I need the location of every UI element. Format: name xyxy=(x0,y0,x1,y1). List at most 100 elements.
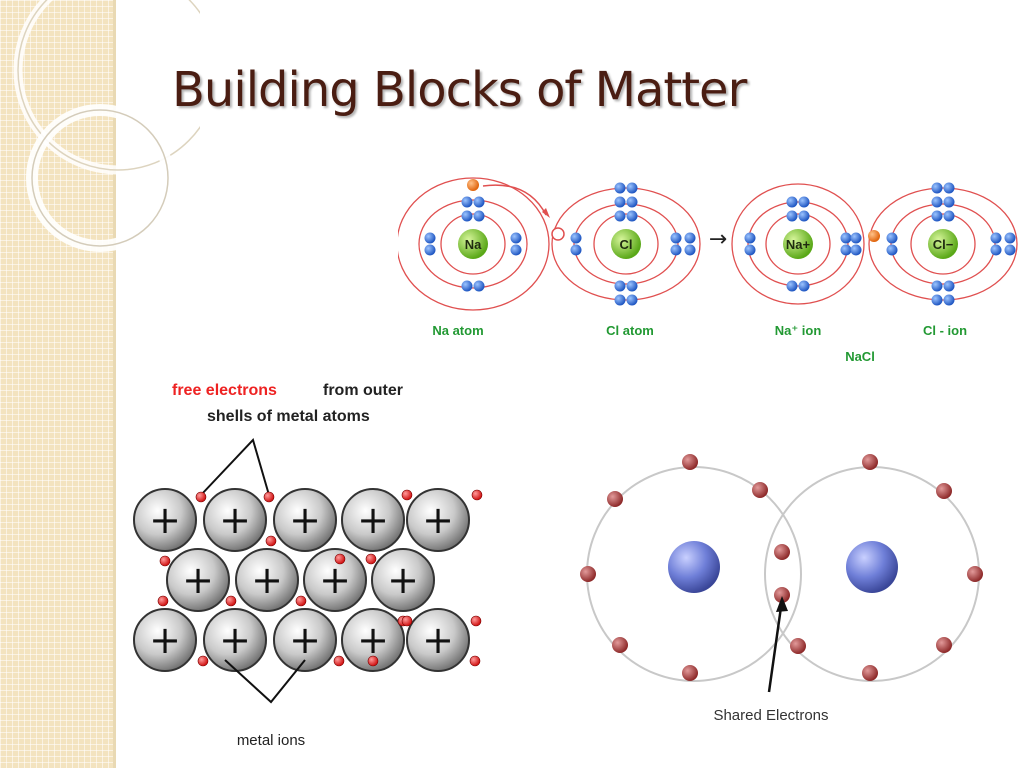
label-from-outer: from outer xyxy=(323,382,403,399)
free-electron xyxy=(401,489,413,501)
electron xyxy=(684,244,696,256)
electron xyxy=(510,232,522,244)
nucleus xyxy=(928,229,958,259)
metal-ion xyxy=(273,608,337,672)
ion-plus-sign: + xyxy=(149,498,181,542)
electron xyxy=(424,232,436,244)
metal-ion xyxy=(166,548,230,612)
electron xyxy=(786,196,798,208)
nucleus xyxy=(458,229,488,259)
metal-ion xyxy=(133,608,197,672)
free-electron xyxy=(225,595,237,607)
electron xyxy=(682,665,698,681)
free-electron xyxy=(470,615,482,627)
electron xyxy=(931,182,943,194)
electron xyxy=(626,182,638,194)
electron xyxy=(967,566,983,582)
electron xyxy=(798,210,810,222)
ion-plus-sign: + xyxy=(289,498,321,542)
label-cl-ion: Cl - ion xyxy=(923,323,967,338)
metal-ion xyxy=(406,608,470,672)
ion-plus-sign: + xyxy=(289,618,321,662)
orbit xyxy=(418,199,528,289)
electron xyxy=(931,280,943,292)
label-metal-ions: metal ions xyxy=(237,732,305,749)
electron xyxy=(461,210,473,222)
free-electron xyxy=(333,655,345,667)
free-electron xyxy=(159,555,171,567)
atom-symbol: Na xyxy=(465,237,482,252)
electron xyxy=(612,637,628,653)
free-electron xyxy=(157,595,169,607)
nucleus xyxy=(783,229,813,259)
atom-symbol: Cl− xyxy=(933,237,954,252)
nucleus-left xyxy=(668,541,720,593)
ion-plus-sign: + xyxy=(219,498,251,542)
electron xyxy=(936,637,952,653)
label-cl-atom: Cl atom xyxy=(606,323,654,338)
electron xyxy=(614,294,626,306)
free-electron xyxy=(334,553,346,565)
electron xyxy=(744,232,756,244)
orbit xyxy=(593,213,659,275)
free-electron xyxy=(295,595,307,607)
orbit xyxy=(440,213,506,275)
metal-ion xyxy=(371,548,435,612)
atom-symbol: Cl xyxy=(620,237,633,252)
covalent-bond-diagram: Shared Electrons xyxy=(580,454,983,724)
atom-symbol: Na+ xyxy=(786,237,811,252)
electron xyxy=(774,544,790,560)
orbit xyxy=(747,201,849,287)
pointer-free-electrons xyxy=(200,438,270,496)
electron xyxy=(473,210,485,222)
electron xyxy=(774,587,790,603)
electron xyxy=(931,294,943,306)
ion-plus-sign: + xyxy=(251,558,283,602)
electron xyxy=(862,665,878,681)
ion-plus-sign: + xyxy=(182,558,214,602)
electron xyxy=(840,244,852,256)
ion-plus-sign: + xyxy=(387,558,419,602)
electron xyxy=(862,454,878,470)
electron xyxy=(943,280,955,292)
label-nacl: NaCl xyxy=(845,349,875,364)
slide-title: Building Blocks of Matter xyxy=(172,62,747,118)
electron xyxy=(752,482,768,498)
electron xyxy=(626,280,638,292)
nucleus xyxy=(611,229,641,259)
orbit xyxy=(573,203,679,285)
electron-vacancy xyxy=(551,227,565,241)
label-shared-electrons: Shared Electrons xyxy=(713,707,828,724)
orbit xyxy=(765,213,831,275)
label-shells: shells of metal atoms xyxy=(207,408,370,425)
electron xyxy=(943,196,955,208)
metal-ion xyxy=(203,488,267,552)
metallic-bond-diagram: free electrons from outer shells of meta… xyxy=(133,382,483,749)
electron xyxy=(684,232,696,244)
ion-plus-sign: + xyxy=(149,618,181,662)
sidebar-border xyxy=(113,0,116,768)
electron xyxy=(626,210,638,222)
electron xyxy=(461,196,473,208)
electron xyxy=(461,280,473,292)
electron xyxy=(936,483,952,499)
ion-plus-sign: + xyxy=(219,618,251,662)
electron xyxy=(614,210,626,222)
label-na-atom: Na atom xyxy=(432,323,483,338)
electron xyxy=(798,280,810,292)
decorative-rings xyxy=(13,0,200,252)
electron xyxy=(682,454,698,470)
electron xyxy=(990,232,1002,244)
free-electron xyxy=(401,615,413,627)
electron xyxy=(943,182,955,194)
orbit xyxy=(731,183,865,305)
electron xyxy=(1004,232,1016,244)
electron xyxy=(570,232,582,244)
electron xyxy=(1004,244,1016,256)
electron xyxy=(931,196,943,208)
label-free-electrons: free electrons xyxy=(172,382,277,399)
electron xyxy=(424,244,436,256)
pointer-shared-electrons xyxy=(767,599,784,693)
electron xyxy=(850,232,862,244)
